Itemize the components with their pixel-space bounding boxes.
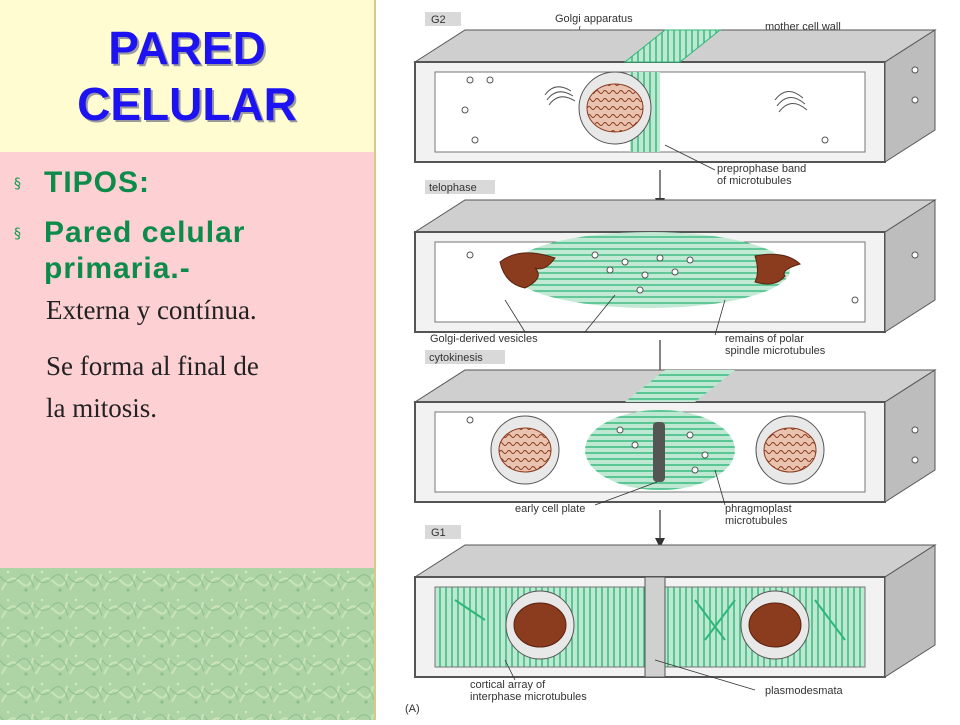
panel-g2: G2 Golgi apparatus mother cell wall xyxy=(413,12,937,187)
panel-cytokinesis: cytokinesis early cell plate xyxy=(413,350,937,527)
slide-title: PARED CELULAR xyxy=(0,20,374,132)
green-texture xyxy=(0,568,374,720)
label-golgi: Golgi apparatus xyxy=(555,13,633,25)
title-line-1: PARED xyxy=(108,22,266,74)
panel-tag: (A) xyxy=(405,703,420,715)
left-panel: PARED CELULAR § TIPOS: § Pared celular p… xyxy=(0,0,374,720)
label-plasmodesmata: plasmodesmata xyxy=(765,685,844,697)
stage-label-g2: G2 xyxy=(431,14,446,26)
label-early-cell-plate: early cell plate xyxy=(515,503,585,515)
label-cortical-2: interphase microtubules xyxy=(470,691,587,703)
title-area: PARED CELULAR xyxy=(0,0,374,152)
panel-g1: G1 cortical array of interphase microtub… xyxy=(413,525,937,703)
cell-division-diagram: G2 Golgi apparatus mother cell wall xyxy=(395,0,960,720)
label-remains-1: remains of polar xyxy=(725,333,804,345)
label-phragmoplast-2: microtubules xyxy=(725,515,788,527)
content-area: § TIPOS: § Pared celular primaria.- Exte… xyxy=(0,152,374,568)
texture-graphic xyxy=(0,568,374,720)
label-preprophase-2: of microtubules xyxy=(717,175,792,187)
divider xyxy=(374,0,376,720)
bullet-icon: § xyxy=(14,176,21,192)
diagram-svg: G2 Golgi apparatus mother cell wall xyxy=(405,12,937,715)
label-phragmoplast-1: phragmoplast xyxy=(725,503,792,515)
label-preprophase-1: preprophase band xyxy=(717,163,806,175)
item-tipos: TIPOS: xyxy=(44,166,151,199)
panel-telophase: telophase Golgi-derived vesicles xyxy=(413,180,937,357)
title-line-2: CELULAR xyxy=(77,78,297,130)
label-cortical-1: cortical array of xyxy=(470,679,546,691)
bullet-icon: § xyxy=(14,226,21,242)
label-remains-2: spindle microtubules xyxy=(725,345,826,357)
desc-line-1: Externa y contínua. xyxy=(46,295,257,325)
item-pared-line1: Pared celular xyxy=(44,216,246,249)
desc-line-2: Se forma al final de xyxy=(46,351,259,381)
item-pared-line2: primaria.- xyxy=(44,252,191,285)
desc-line-3: la mitosis. xyxy=(46,393,158,423)
stage-label-cytokinesis: cytokinesis xyxy=(429,352,483,364)
stage-label-g1: G1 xyxy=(431,527,446,539)
stage-tag xyxy=(425,12,461,26)
stage-label-telophase: telophase xyxy=(429,182,477,194)
label-golgi-vesicles: Golgi-derived vesicles xyxy=(430,333,538,345)
